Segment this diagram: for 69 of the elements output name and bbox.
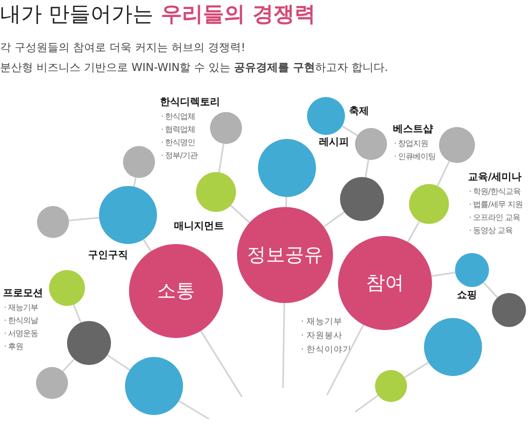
list-item: · 동영상 교육 — [469, 225, 513, 236]
connector-line — [200, 330, 243, 398]
connector-line — [323, 211, 345, 228]
node-label: 참여 — [366, 271, 404, 296]
circle-node — [355, 128, 387, 160]
connector-line — [404, 362, 429, 378]
circle-node — [492, 293, 526, 327]
circle-node — [196, 172, 236, 212]
list-item: · 오프라인 교육 — [469, 212, 520, 223]
circle-node — [340, 177, 384, 221]
list-item: · 법률/세무 지원 — [469, 199, 522, 210]
list-item: · 한식의날 — [4, 315, 38, 326]
list-item: · 자원봉사 — [301, 330, 342, 342]
node-label: 정보공유 — [247, 243, 323, 268]
circle-node — [210, 112, 242, 144]
list-item: · 한식업체 — [161, 111, 196, 122]
circle-node — [375, 370, 407, 402]
list-item: · 학원/한식교육 — [469, 186, 520, 197]
connector-line — [326, 324, 364, 396]
list-item: · 재능기부 — [301, 316, 342, 328]
node-caption: 축제 — [349, 105, 369, 118]
connector-line — [68, 216, 100, 222]
title: 내가 만들어가는 우리들의 경쟁력 — [0, 1, 316, 28]
list-item: · 서명운동 — [4, 328, 38, 339]
circle-node — [123, 146, 155, 178]
node-caption: 프로모션 — [3, 287, 43, 300]
connector-line — [285, 196, 288, 208]
list-item: · 협력업체 — [161, 124, 196, 135]
connector-line — [72, 304, 82, 323]
connector-line — [106, 354, 130, 371]
connector-line — [342, 125, 358, 136]
node-label: 소통 — [157, 279, 195, 304]
list-item: · 한식이야기 — [301, 344, 352, 356]
circle-node — [49, 270, 85, 306]
list-item: · 재능기부 — [4, 302, 38, 313]
list-item: · 창업지원 — [394, 138, 428, 149]
connector-line — [436, 160, 450, 186]
list-item: · 인큐베이팅 — [394, 151, 436, 162]
connector-line — [431, 272, 456, 277]
connector-line — [142, 239, 152, 252]
node-caption: 베스트샵 — [393, 123, 433, 136]
connector-line — [230, 204, 250, 224]
connector-line — [133, 178, 137, 187]
circle-node — [37, 206, 69, 238]
connector-line — [178, 400, 210, 420]
node-caption: 매니지먼트 — [174, 220, 224, 233]
description: 분산형 비즈니스 기반으로 WIN-WIN할 수 있는 공유경제를 구현하고자 합니다. — [0, 60, 388, 75]
circle-node — [455, 253, 489, 287]
list-item: · 한식명인 — [161, 137, 196, 148]
circle-node — [439, 127, 475, 163]
connector-line — [482, 282, 498, 298]
connector-line — [218, 144, 224, 172]
connector-line — [364, 160, 370, 178]
node-caption: 레시피 — [319, 136, 349, 149]
connector-line — [62, 358, 75, 372]
circle-node — [67, 321, 111, 365]
list-item: · 후원 — [4, 341, 24, 352]
circle-node — [409, 184, 449, 224]
connector-line — [354, 394, 378, 413]
node-caption: 교육/세미나 — [468, 171, 522, 184]
list-item: · 정부/기관 — [161, 150, 198, 161]
connector-line — [282, 302, 286, 388]
node-caption: 한식디렉토리 — [160, 96, 220, 109]
node-caption: 쇼핑 — [457, 289, 477, 302]
circle-node — [36, 367, 68, 399]
circle-node — [307, 97, 345, 135]
subtitle: 각 구성원들의 참여로 더욱 커지는 허브의 경쟁력! — [0, 40, 246, 55]
node-caption: 구인구직 — [88, 249, 128, 262]
connector-line — [407, 221, 420, 242]
